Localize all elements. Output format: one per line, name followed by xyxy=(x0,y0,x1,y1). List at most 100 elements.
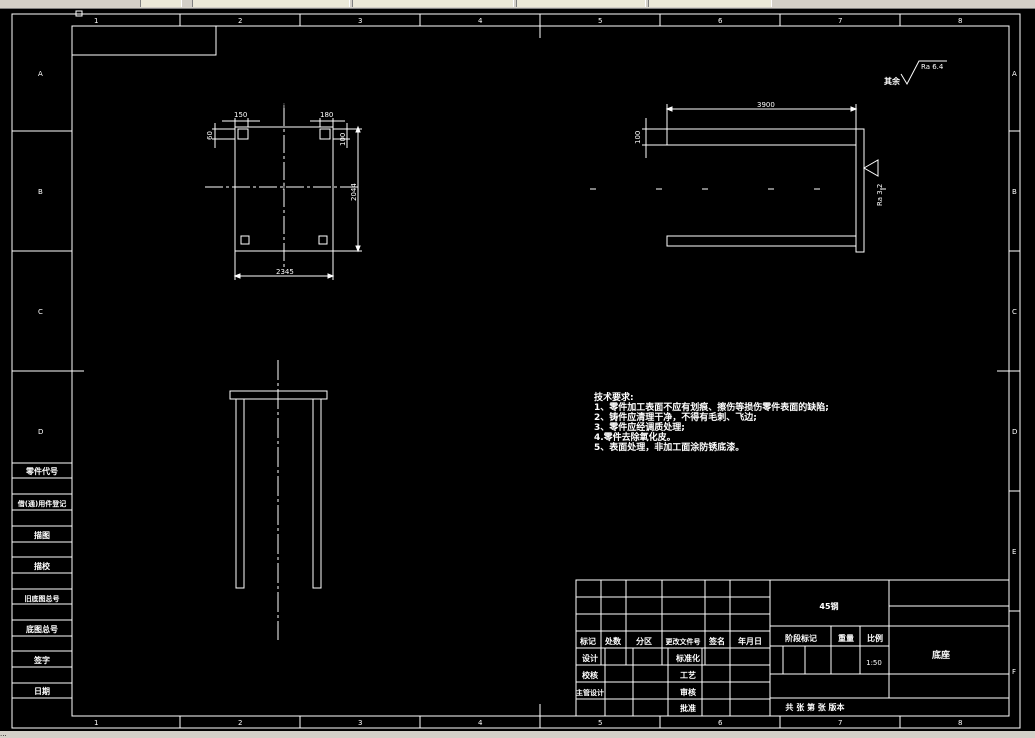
title-block xyxy=(575,579,1010,717)
row-ticks xyxy=(12,130,1020,612)
svg-text:签字: 签字 xyxy=(33,655,50,665)
svg-text:旧底图总号: 旧底图总号 xyxy=(25,594,60,603)
svg-text:底座: 底座 xyxy=(932,649,950,661)
svg-text:2345: 2345 xyxy=(276,268,294,276)
svg-text:60: 60 xyxy=(206,131,214,140)
tech-item-2: 2、铸件应清理干净，不得有毛刺、飞边; xyxy=(594,413,757,423)
svg-text:重量: 重量 xyxy=(838,633,854,643)
plan-view xyxy=(205,108,362,280)
svg-text:处数: 处数 xyxy=(604,636,622,646)
svg-text:描图: 描图 xyxy=(34,530,50,540)
svg-text:1: 1 xyxy=(94,719,98,727)
svg-text:100: 100 xyxy=(634,131,642,144)
svg-text:7: 7 xyxy=(838,719,842,727)
svg-text:零件代号: 零件代号 xyxy=(25,466,58,476)
svg-text:4: 4 xyxy=(478,719,483,727)
plotstyle-dropdown[interactable] xyxy=(648,0,772,7)
drawing-canvas[interactable]: 1 2 3 4 5 6 7 8 1 2 3 4 5 6 7 8 A B C D A B C D E F 零… xyxy=(0,8,1035,731)
roughness-symbol xyxy=(900,60,947,86)
svg-text:A: A xyxy=(1012,70,1017,78)
svg-text:5: 5 xyxy=(598,719,602,727)
svg-text:B: B xyxy=(38,188,43,196)
code-box xyxy=(71,25,217,56)
svg-text:C: C xyxy=(1012,308,1017,316)
svg-text:6: 6 xyxy=(718,17,723,25)
layer-dropdown[interactable] xyxy=(192,0,350,7)
svg-text:年月日: 年月日 xyxy=(738,636,762,646)
svg-text:E: E xyxy=(1012,548,1016,556)
svg-text:Ra 6.4: Ra 6.4 xyxy=(921,63,944,71)
svg-text:D: D xyxy=(1012,428,1017,436)
svg-text:更改文件号: 更改文件号 xyxy=(666,637,701,646)
column-labels: 1 2 3 4 5 6 7 8 1 2 3 4 5 6 7 8 xyxy=(94,17,962,727)
front-view xyxy=(229,360,328,640)
svg-text:比例: 比例 xyxy=(867,633,883,643)
plan-dimension-text: 150 180 60 100 2044 2345 i j xyxy=(206,103,358,276)
svg-text:校核: 校核 xyxy=(582,670,598,680)
left-record-column xyxy=(12,462,72,699)
svg-text:150: 150 xyxy=(234,111,247,119)
svg-text:主管设计: 主管设计 xyxy=(576,688,604,697)
linetype-dropdown[interactable] xyxy=(352,0,514,7)
column-ticks xyxy=(179,14,901,728)
side-dimension-text: 3900 100 Ra 3.2 xyxy=(634,101,884,206)
svg-text:工艺: 工艺 xyxy=(680,670,696,680)
svg-text:F: F xyxy=(1012,668,1016,676)
svg-text:1:50: 1:50 xyxy=(866,659,882,667)
svg-text:3900: 3900 xyxy=(757,101,775,109)
svg-text:底图总号: 底图总号 xyxy=(25,624,58,634)
svg-text:C: C xyxy=(38,308,43,316)
svg-text:Ra 3.2: Ra 3.2 xyxy=(876,184,884,206)
svg-text:借(通)用件登记: 借(通)用件登记 xyxy=(17,499,66,508)
svg-text:180: 180 xyxy=(320,111,333,119)
tech-item-5: 5、表面处理，非加工面涂防锈底漆。 xyxy=(594,443,745,453)
svg-text:100: 100 xyxy=(339,133,347,146)
row-labels: A B C D A B C D E F xyxy=(38,70,1017,676)
toolbar-icon-group[interactable] xyxy=(140,0,182,7)
svg-text:日期: 日期 xyxy=(34,686,50,696)
svg-text:描校: 描校 xyxy=(34,561,51,571)
svg-text:B: B xyxy=(1012,188,1017,196)
title-block-text: 标记 处数 分区 更改文件号 签名 年月日 设计 校核 主管设计 标准化 工艺 … xyxy=(576,601,950,713)
application-toolbar xyxy=(0,0,1035,9)
roughness-text: 其余 Ra 6.4 xyxy=(884,63,944,86)
svg-text:审核: 审核 xyxy=(680,687,696,697)
svg-text:2: 2 xyxy=(238,719,242,727)
tech-item-4: 4.零件去除氧化皮。 xyxy=(594,433,676,443)
svg-text:3: 3 xyxy=(358,719,362,727)
svg-text:设计: 设计 xyxy=(582,653,598,663)
svg-text:j: j xyxy=(282,182,285,190)
svg-text:批准: 批准 xyxy=(680,703,696,713)
svg-text:7: 7 xyxy=(838,17,842,25)
svg-text:分区: 分区 xyxy=(636,636,652,646)
svg-text:8: 8 xyxy=(958,719,962,727)
svg-text:4: 4 xyxy=(478,17,483,25)
corner-marker xyxy=(75,10,83,17)
status-bar: ... xyxy=(0,731,1035,738)
lineweight-dropdown[interactable] xyxy=(516,0,646,7)
svg-text:5: 5 xyxy=(598,17,602,25)
tech-item-3: 3、零件应经调质处理; xyxy=(594,423,685,433)
svg-text:A: A xyxy=(38,70,43,78)
svg-text:共 张 第 张 版本: 共 张 第 张 版本 xyxy=(785,702,844,712)
status-text: ... xyxy=(0,731,7,738)
svg-text:2044: 2044 xyxy=(350,183,358,201)
svg-text:D: D xyxy=(38,428,43,436)
svg-text:i: i xyxy=(283,103,285,111)
technical-requirements: 技术要求: 1、零件加工表面不应有划痕、擦伤等损伤零件表面的缺陷; 2、铸件应清… xyxy=(594,393,829,453)
svg-text:6: 6 xyxy=(718,719,723,727)
svg-text:3: 3 xyxy=(358,17,362,25)
svg-text:1: 1 xyxy=(94,17,98,25)
svg-text:标记: 标记 xyxy=(579,636,596,646)
left-record-labels: 零件代号 借(通)用件登记 描图 描校 旧底图总号 底图总号 签字 日期 xyxy=(17,466,66,696)
svg-text:8: 8 xyxy=(958,17,962,25)
svg-text:阶段标记: 阶段标记 xyxy=(785,633,817,643)
svg-text:签名: 签名 xyxy=(708,636,725,646)
side-view xyxy=(590,104,920,253)
tech-item-1: 1、零件加工表面不应有划痕、擦伤等损伤零件表面的缺陷; xyxy=(594,403,829,413)
svg-text:其余: 其余 xyxy=(884,76,901,86)
svg-text:45钢: 45钢 xyxy=(819,601,838,611)
svg-text:2: 2 xyxy=(238,17,242,25)
outer-frame xyxy=(11,13,1021,729)
svg-text:标准化: 标准化 xyxy=(675,653,700,663)
